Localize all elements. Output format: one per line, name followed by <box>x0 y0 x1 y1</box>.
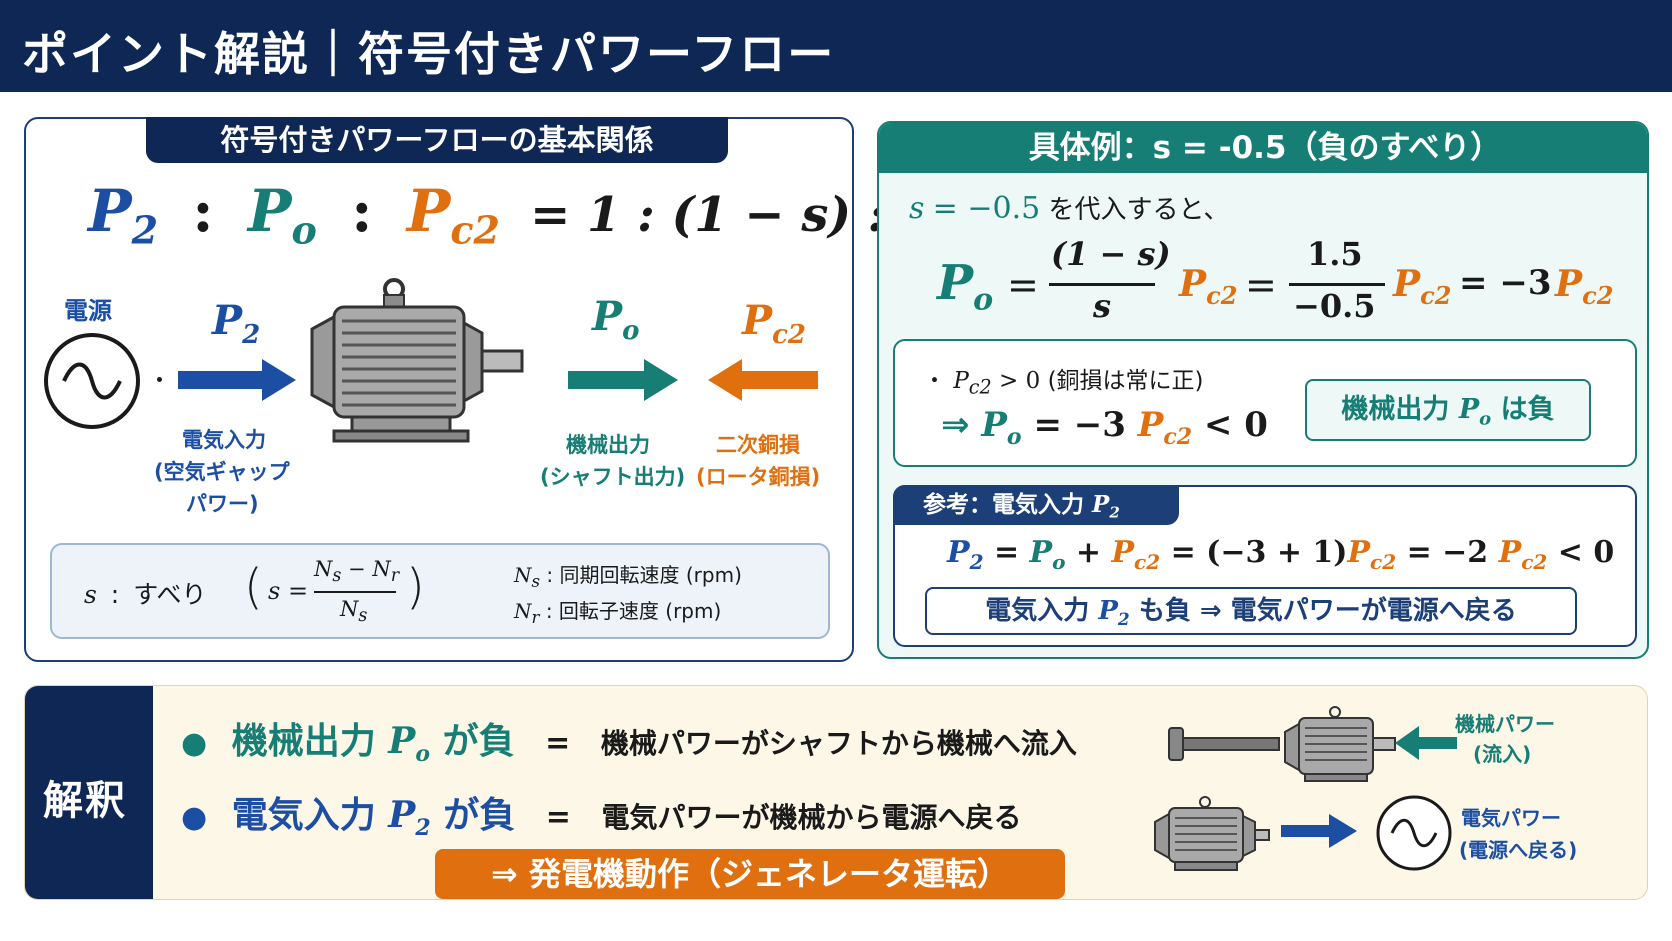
ratio-rhs: = 1 : (1 − s) : s <box>530 187 930 243</box>
slip-fraction-bar <box>314 591 396 593</box>
slip-paren-open: ( <box>244 559 263 615</box>
source-dot <box>157 377 162 382</box>
eq-pc2-1: Pc2 <box>1179 263 1238 311</box>
elec-power-label1: 電気パワー <box>1461 806 1561 830</box>
eq-den1: s <box>1093 287 1112 325</box>
substitution-line: s = −0.5 を代入すると、 <box>909 191 1230 226</box>
eq-equals-1: = <box>1007 263 1039 307</box>
arrow2-symbol: Po <box>592 293 640 346</box>
interpretation-line2: ● 電気入力 P2 が負 = 電気パワーが機械から電源へ戻る <box>181 794 1022 842</box>
source-label: 電源 <box>64 297 112 325</box>
inflow-arrow-icon <box>1395 726 1457 760</box>
eq-bar1 <box>1049 283 1155 286</box>
cond-line2: ⇒ Po = −3 Pc2 < 0 <box>941 405 1268 450</box>
copper-loss-arrow <box>708 359 818 401</box>
cond-line1: ・ Pc2 > 0 (銅損は常に正) <box>923 368 1204 399</box>
example-panel: 具体例：s = -0.5（負のすべり） s = −0.5 を代入すると、 Po … <box>877 121 1649 659</box>
eq-equals-2: = <box>1245 263 1277 307</box>
arrow1-label1: 電気入力 <box>182 428 266 452</box>
slip-denominator: Ns <box>340 597 368 627</box>
mechanical-output-negative-badge: 機械出力 Po は負 <box>1305 379 1591 441</box>
slip-label: s : すべり <box>84 580 207 609</box>
nr-definition: Nr : 回転子速度 (rpm) <box>514 599 722 627</box>
ns-definition: Ns : 同期回転速度 (rpm) <box>514 563 742 591</box>
mechanical-output-arrow <box>568 359 678 401</box>
header-bar: ポイント解説｜符号付きパワーフロー <box>0 0 1672 92</box>
arrow3-label1: 二次銅損 <box>716 433 800 457</box>
reference-box: 参考：電気入力 P2 P2 = Po + Pc2 = (−3 + 1)Pc2 =… <box>893 485 1637 647</box>
electric-input-arrow <box>178 359 296 401</box>
small-motor-icon <box>1154 796 1270 871</box>
interpretation-panel: 解釈 ● 機械出力 Po が負 = 機械パワーがシャフトから機械へ流入 ● 電気… <box>24 685 1648 900</box>
eq-bar2 <box>1289 283 1385 286</box>
arrow2-label2: (シャフト出力) <box>540 465 686 489</box>
ratio-formula: P2 : Po : Pc2 = 1 : (1 − s) : s <box>88 177 930 253</box>
slip-formula-lhs: s = <box>268 577 309 605</box>
slip-definition-box: s : すべり ( s = Ns − Nr Ns ) Ns : 同期回転速度 (… <box>50 543 830 639</box>
generator-operation-banner: ⇒ 発電機動作（ジェネレータ運転） <box>435 849 1065 899</box>
mech-power-label2: (流入) <box>1473 742 1532 766</box>
return-arrow-icon <box>1281 814 1357 848</box>
eq-equals-3: = −3 <box>1459 263 1552 303</box>
eq-num1: (1 − s) <box>1051 235 1171 273</box>
slip-paren-close: ) <box>406 559 425 615</box>
eq-den2: −0.5 <box>1293 287 1376 325</box>
arrow3-label2: (ロータ銅損) <box>696 465 821 489</box>
reference-equation: P2 = Po + Pc2 = (−3 + 1)Pc2 = −2 Pc2 < 0 <box>947 535 1615 574</box>
interpretation-line1: ● 機械出力 Po が負 = 機械パワーがシャフトから機械へ流入 <box>181 720 1077 768</box>
electric-power-returns-banner: 電気入力 P2 も負 ⇒ 電気パワーが電源へ戻る <box>925 587 1577 635</box>
ratio-po: Po <box>247 177 317 253</box>
eq-po: Po <box>937 255 994 318</box>
arrow1-label2: (空気ギャップ <box>154 460 290 484</box>
motor-icon <box>310 278 524 443</box>
interpretation-label-text: 解釈 <box>43 778 127 824</box>
example-header: 具体例：s = -0.5（負のすべり） <box>879 123 1647 173</box>
eq-pc2-2: Pc2 <box>1393 263 1452 311</box>
ac-source-icon <box>44 333 140 429</box>
arrow3-symbol: Pc2 <box>742 297 806 350</box>
mech-power-label1: 機械パワー <box>1455 712 1555 736</box>
reference-tab: 参考：電気入力 P2 <box>893 485 1179 525</box>
arrow1-symbol: P2 <box>212 297 261 350</box>
slip-numerator: Ns − Nr <box>314 557 400 587</box>
interpretation-side-label: 解釈 <box>25 686 153 899</box>
arrow1-label3: パワー) <box>186 492 259 516</box>
small-ac-source-icon <box>1376 795 1452 871</box>
elec-power-label2: (電源へ戻る) <box>1459 838 1578 862</box>
arrow2-label1: 機械出力 <box>566 433 650 457</box>
ratio-pc2: Pc2 <box>406 177 500 253</box>
eq-num2: 1.5 <box>1307 235 1363 273</box>
basic-relation-tab: 符号付きパワーフローの基本関係 <box>146 117 728 163</box>
basic-relation-panel: 符号付きパワーフローの基本関係 P2 : Po : Pc2 = 1 : (1 −… <box>24 117 929 662</box>
condition-box: ・ Pc2 > 0 (銅損は常に正) ⇒ Po = −3 Pc2 < 0 機械出… <box>893 339 1637 467</box>
eq-pc2-3: Pc2 <box>1555 263 1614 311</box>
shaft-motor-icon <box>1168 706 1396 782</box>
page-title: ポイント解説｜符号付きパワーフロー <box>22 27 836 81</box>
ratio-p2: P2 <box>88 177 159 253</box>
